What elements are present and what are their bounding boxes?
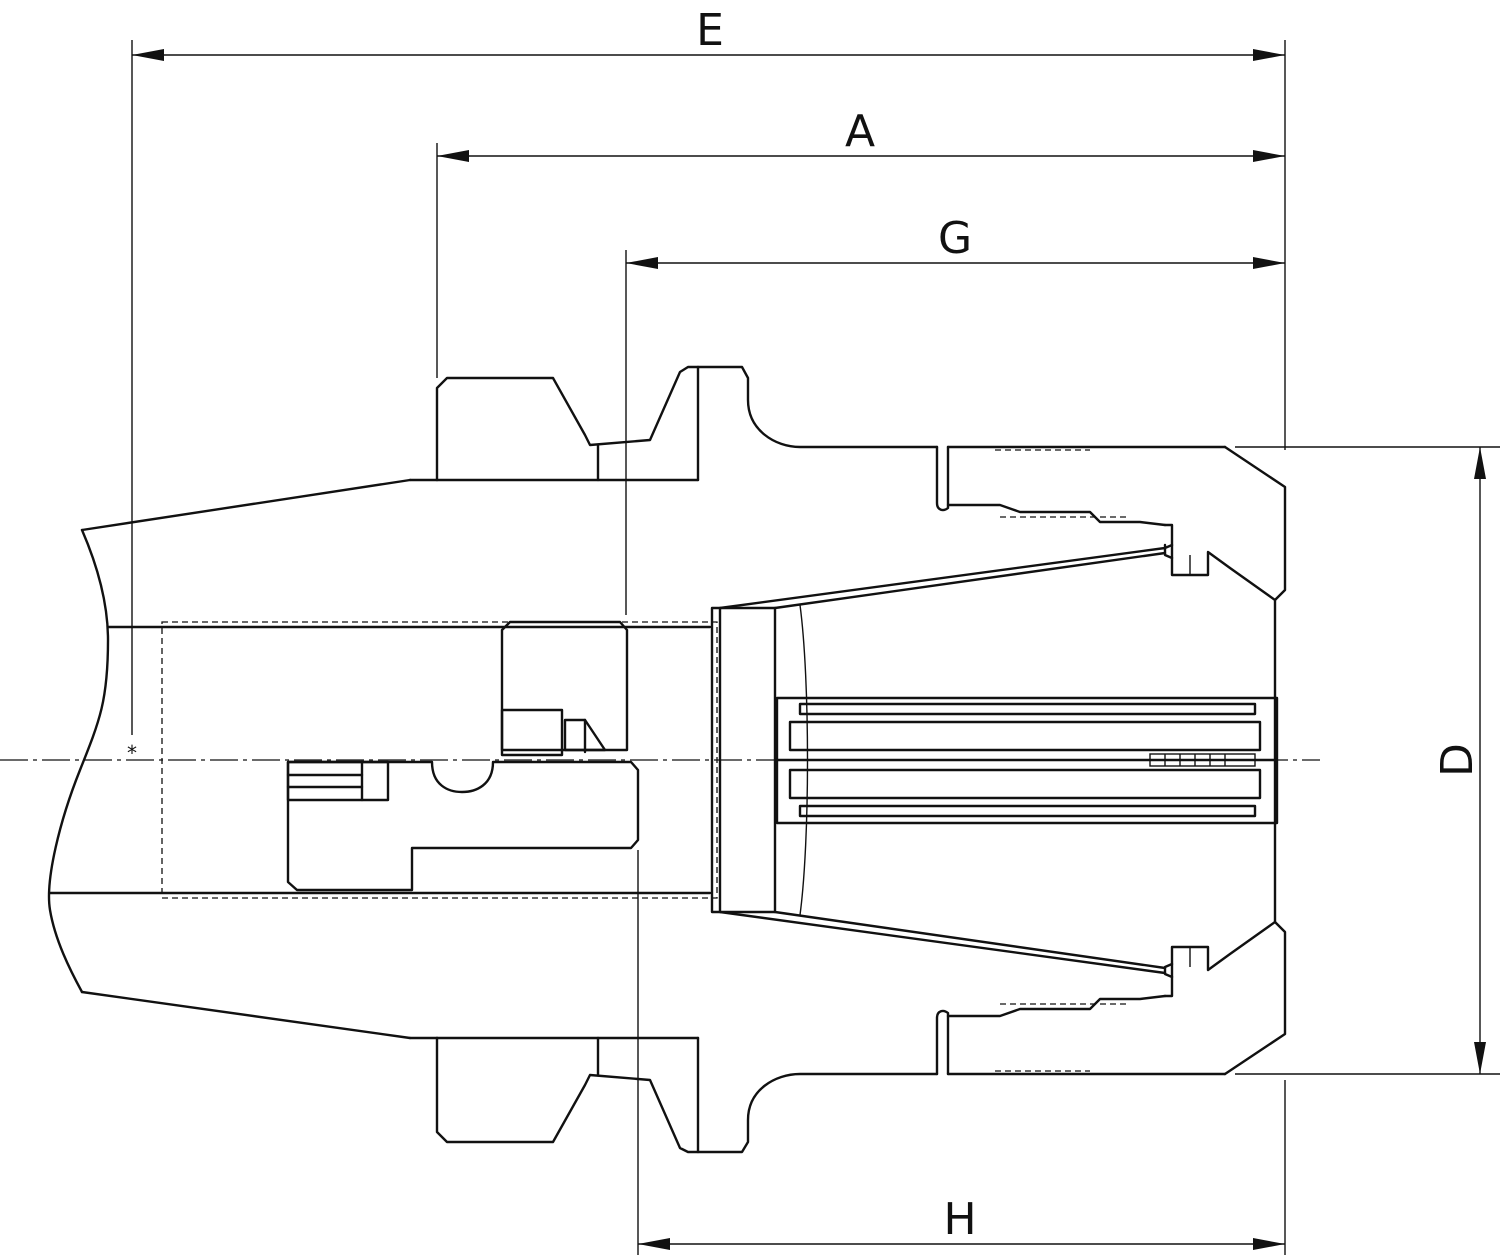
dimension-a: A <box>436 106 1285 378</box>
dimension-g: G <box>625 213 1285 615</box>
dimension-label-a: A <box>845 106 875 157</box>
dimension-label-g: G <box>938 213 972 264</box>
dimension-h: H <box>637 850 1286 1255</box>
dimension-label-h: H <box>943 1194 976 1245</box>
reference-mark: * <box>127 741 137 765</box>
dimension-e: E <box>131 5 1286 735</box>
dimension-d: D <box>1235 446 1500 1075</box>
retention-stud <box>286 760 640 892</box>
collet-nut <box>935 445 1287 1076</box>
hidden-bore <box>161 621 718 899</box>
drive-key-block <box>500 620 629 757</box>
flange-top <box>435 365 939 482</box>
dimension-label-e: E <box>696 5 724 56</box>
taper-shank <box>47 478 712 1040</box>
collet <box>710 543 1279 975</box>
flange-bottom <box>435 1036 939 1154</box>
dimension-label-d: D <box>1432 743 1483 777</box>
